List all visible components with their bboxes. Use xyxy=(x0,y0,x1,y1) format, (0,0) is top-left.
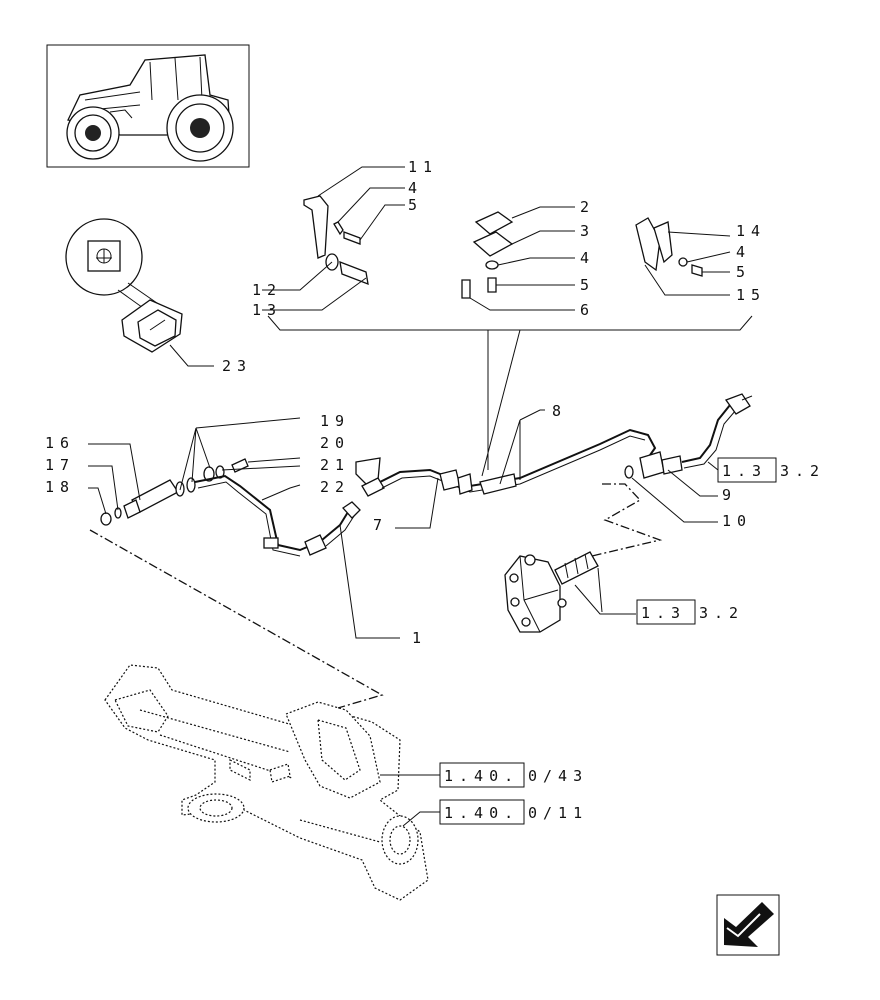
valve-block xyxy=(504,551,599,633)
pipe-assembly xyxy=(100,393,753,557)
tractor-thumbnail-icon xyxy=(46,44,250,168)
ref-133-lower-boxed: 1.3 xyxy=(641,604,686,622)
callout-5-mid: 5 xyxy=(580,276,595,294)
ref-140-43-rest: 0/43 xyxy=(528,767,588,785)
bracket-group-right xyxy=(635,217,731,296)
callout-6: 6 xyxy=(580,301,595,319)
ref-box-133-lower xyxy=(636,599,696,625)
ref-133-upper-boxed: 1.3 xyxy=(722,462,767,480)
diff-lock-symbol-icon xyxy=(96,248,112,264)
callout-2: 2 xyxy=(580,198,595,216)
callout-4: 4 xyxy=(408,179,423,197)
callout-17: 17 xyxy=(45,456,75,474)
ref-140-43-boxed: 1.40. xyxy=(444,767,519,785)
callout-10: 10 xyxy=(722,512,752,530)
axle-housing xyxy=(104,664,440,901)
callout-19: 19 xyxy=(320,412,350,430)
leader-lines xyxy=(88,409,719,639)
callout-9: 9 xyxy=(722,486,737,504)
callout-7: 7 xyxy=(373,516,388,534)
callout-8: 8 xyxy=(552,402,567,420)
callout-15: 15 xyxy=(736,286,766,304)
diff-lock-switch xyxy=(65,218,214,367)
ref-133-upper-rest: 3.2 xyxy=(780,462,825,480)
callout-21: 21 xyxy=(320,456,350,474)
reference-boxes xyxy=(439,457,777,825)
ref-140-11-boxed: 1.40. xyxy=(444,804,519,822)
callout-labels: 11 4 5 12 13 2 3 4 5 6 14 4 5 15 23 19 2… xyxy=(45,158,825,822)
callout-20: 20 xyxy=(320,434,350,452)
callout-12: 12 xyxy=(252,281,282,299)
callout-16: 16 xyxy=(45,434,75,452)
flow-lines xyxy=(89,483,663,709)
ref-133-lower-rest: 3.2 xyxy=(699,604,744,622)
callout-14: 14 xyxy=(736,222,766,240)
callout-22: 22 xyxy=(320,478,350,496)
callout-11: 11 xyxy=(408,158,438,176)
bracket-group-left xyxy=(262,166,405,311)
callout-18: 18 xyxy=(45,478,75,496)
callout-13: 13 xyxy=(252,301,282,319)
callout-3: 3 xyxy=(580,222,595,240)
callout-4-right: 4 xyxy=(736,243,751,261)
ref-box-140-43 xyxy=(439,762,525,788)
ref-box-140-11 xyxy=(439,799,525,825)
previous-page-arrow-icon[interactable] xyxy=(716,894,780,956)
group-brace xyxy=(267,315,753,477)
callout-1: 1 xyxy=(412,629,427,647)
callout-5: 5 xyxy=(408,196,423,214)
clamp-group-middle xyxy=(461,206,575,311)
ref-140-11-rest: 0/11 xyxy=(528,804,588,822)
ref-box-133-upper xyxy=(717,457,777,483)
callout-5-right: 5 xyxy=(736,263,751,281)
callout-23: 23 xyxy=(222,357,252,375)
callout-4-mid: 4 xyxy=(580,249,595,267)
